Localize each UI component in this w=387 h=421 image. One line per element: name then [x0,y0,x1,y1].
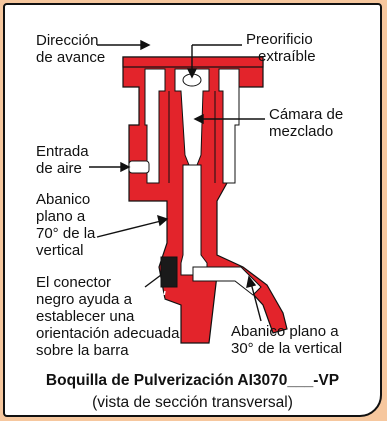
label-abanico30: Abanico plano a 30° de la vertical [231,323,343,357]
black-connector [160,256,178,288]
outlet-passage [192,266,262,296]
arrow-abanico30 [246,275,257,288]
caption-subtitle: (vista de sección transversal) [92,394,293,411]
caption-title: Boquilla de Pulverización AI3070___-VP [45,372,340,389]
leader-conector [144,274,162,288]
leader-abanico30 [250,282,262,322]
label-preorificio: Preorificio extraíble [246,31,316,65]
cap-cavity-left [144,68,166,184]
arrow-direccion [140,39,151,51]
label-conector: El conector negro ayuda a establecer una… [36,274,180,359]
label-direccion: Dirección de avance [36,32,106,66]
fan-70-line [154,290,166,344]
label-entrada: Entrada de aire [36,143,89,177]
cap-rim [122,56,264,68]
label-abanico70: Abanico plano a 70° de la vertical [36,191,96,259]
label-camara: Cámara de mezclado [269,106,344,140]
cap-cavity-right [218,68,240,184]
arrow-preorificio [186,68,198,79]
air-inlet [128,160,150,174]
diagram-card: Dirección de avance Preorificio extraíbl… [3,3,382,417]
arrow-abanico70 [157,214,169,227]
arrow-entrada [120,161,131,173]
nozzle-cross-section [89,39,288,344]
leader-abanico70 [96,220,162,238]
arrow-camara [193,113,204,125]
